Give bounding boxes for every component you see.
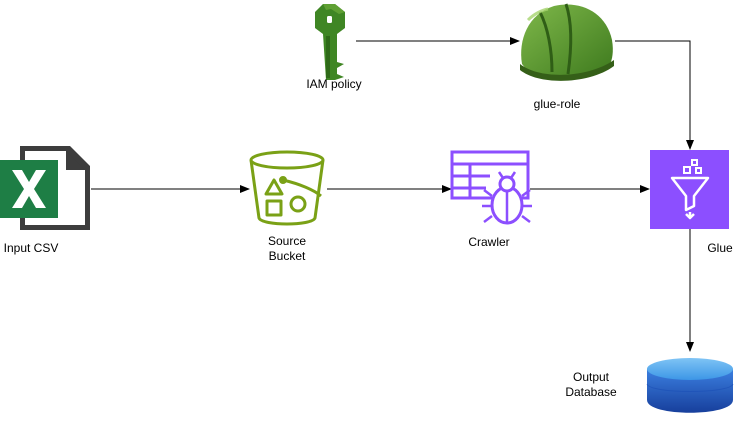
source-bucket-label: Source Bucket: [257, 234, 317, 264]
output-database-label-line1: Output: [572, 370, 610, 384]
excel-file-icon: [0, 146, 90, 230]
glue-label: Glue: [707, 241, 733, 255]
output-database-label-line2: Database: [565, 385, 617, 399]
iam-key-icon: [315, 4, 345, 80]
source-bucket-label-line2: Bucket: [268, 249, 306, 263]
iam-policy-label: IAM policy: [306, 77, 362, 91]
source-bucket-label-line1: Source: [267, 234, 307, 248]
s3-bucket-icon: [249, 150, 325, 226]
glue-funnel-icon: [650, 150, 729, 229]
output-database-label: Output Database: [556, 370, 626, 400]
edge-role-to-glue: [615, 40, 694, 150]
input-csv-label: Input CSV: [3, 241, 59, 255]
database-cylinder-icon: [646, 358, 734, 413]
crawler-label: Crawler: [468, 235, 510, 249]
glue-role-label: glue-role: [533, 97, 581, 111]
glue-crawler-icon: [450, 150, 532, 225]
hardhat-icon: [520, 3, 614, 81]
